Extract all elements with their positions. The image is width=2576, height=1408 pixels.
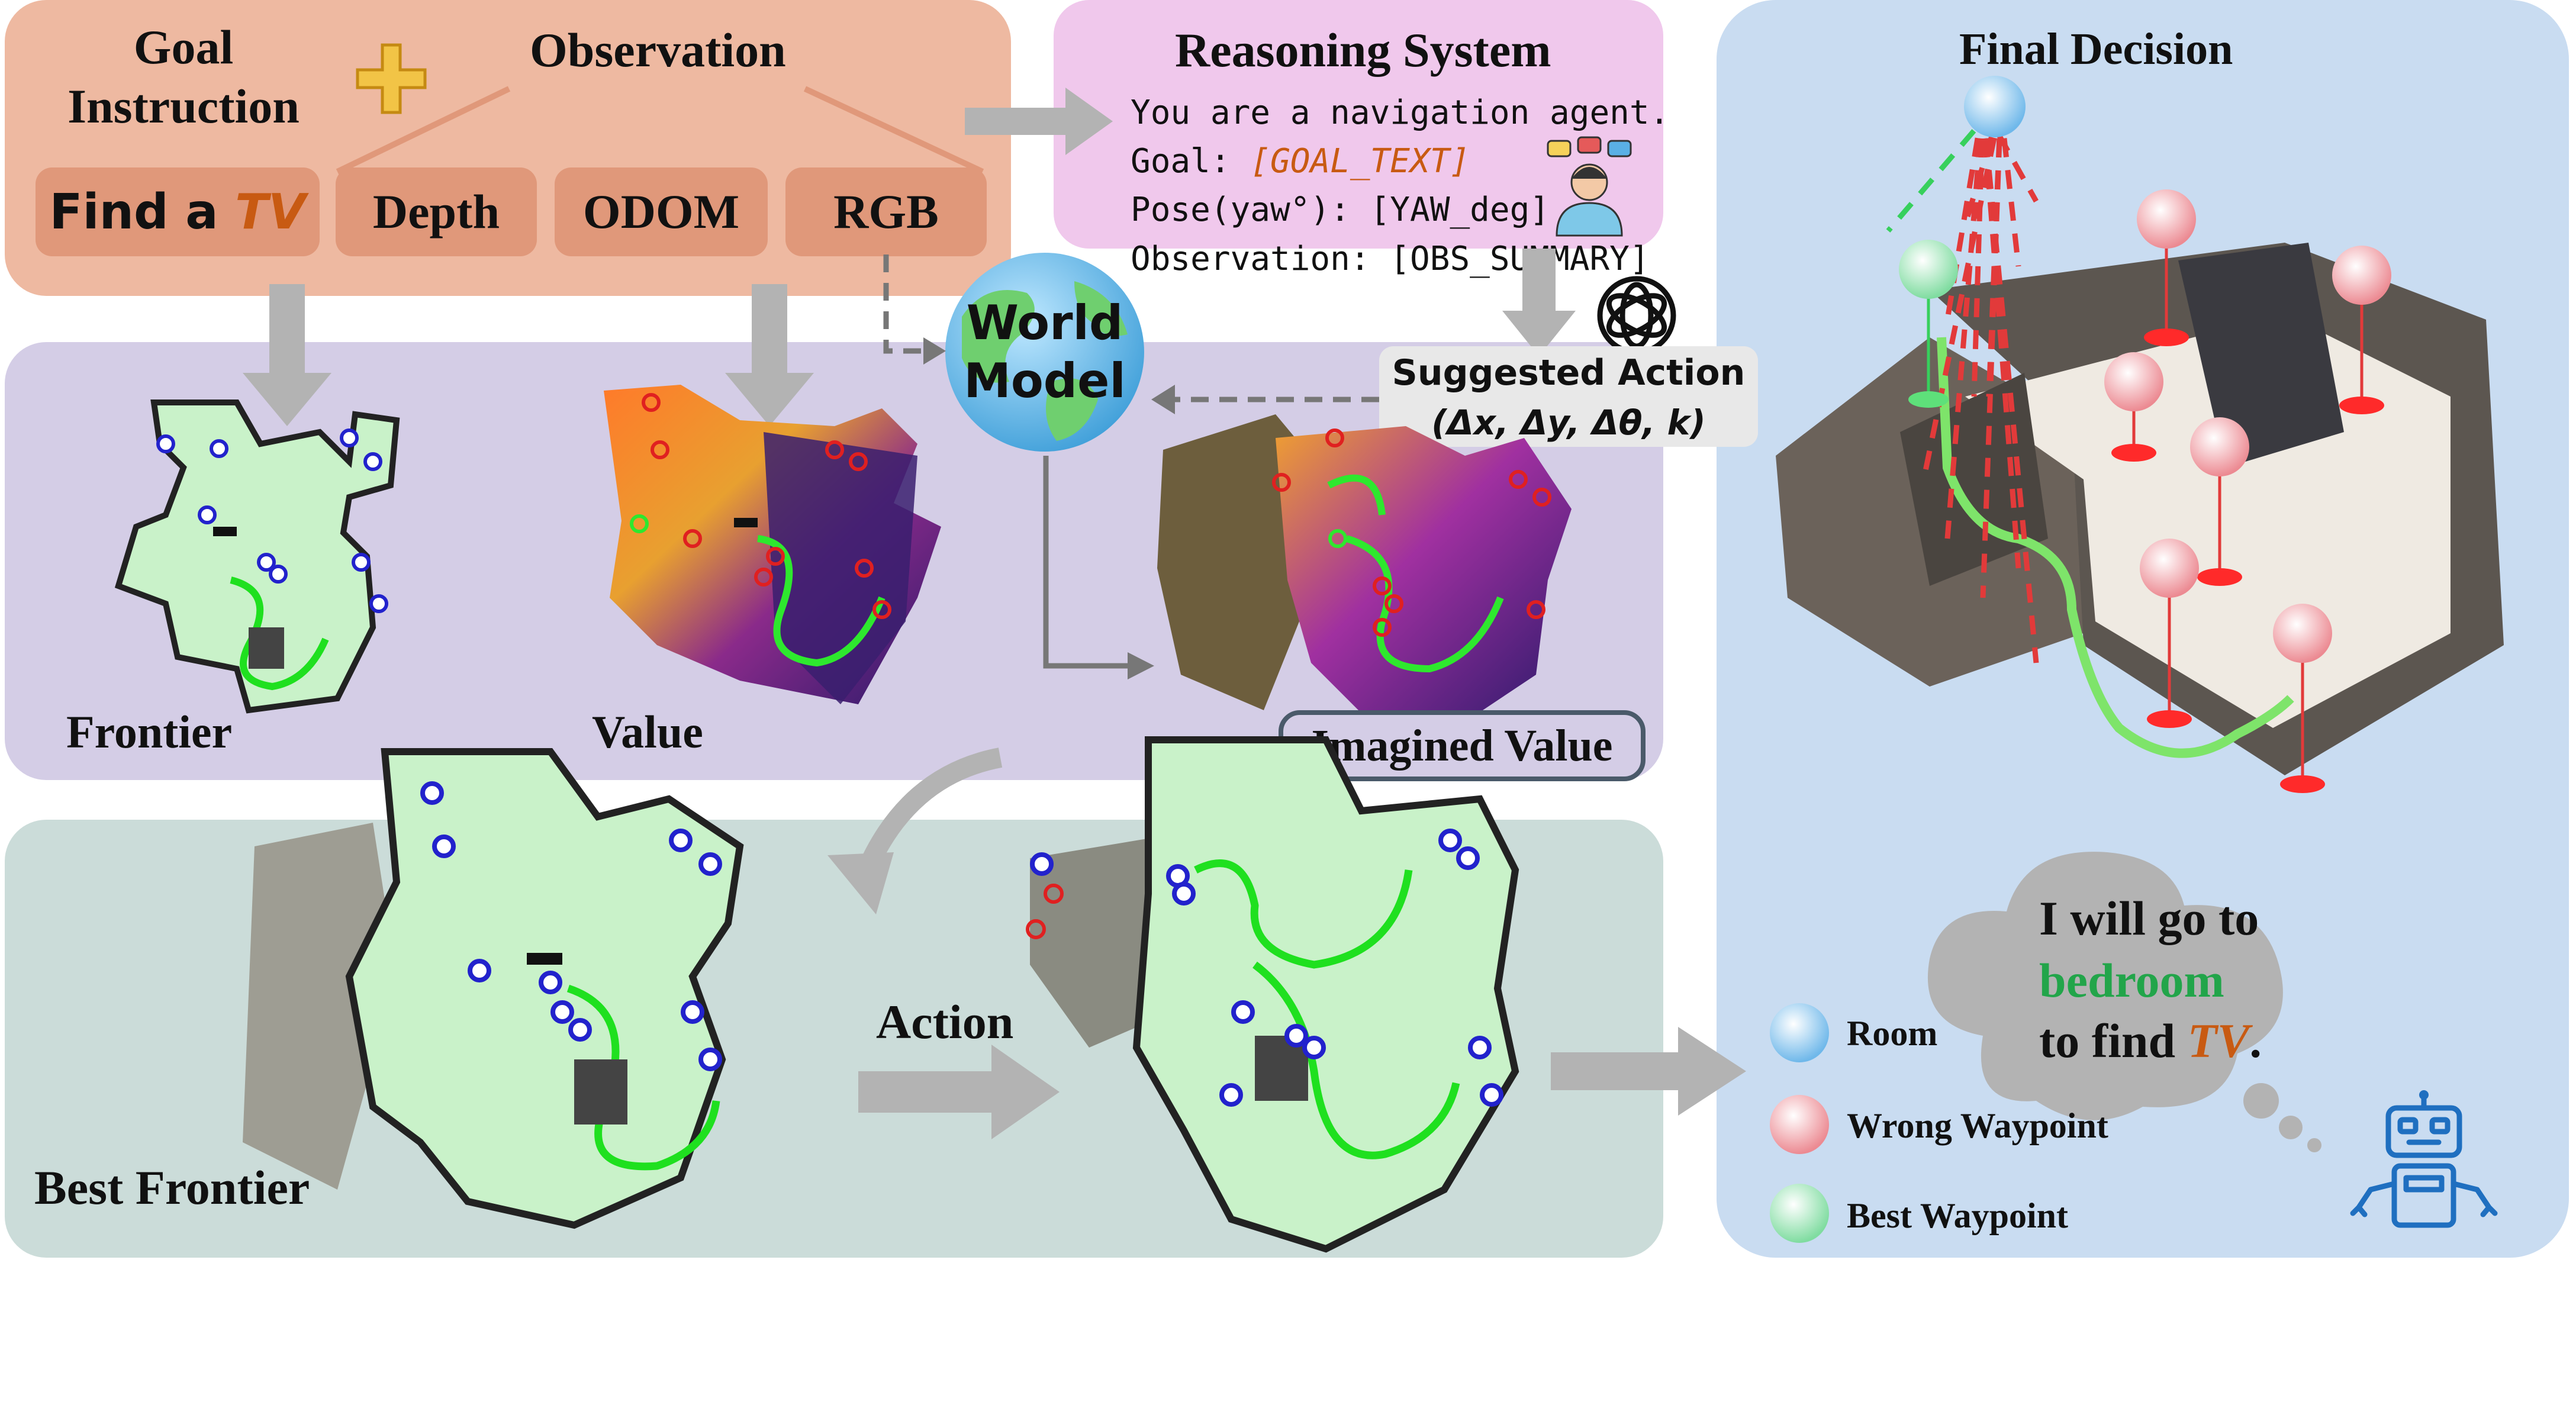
imagined-value-map: [1157, 414, 1572, 722]
user-avatar-icon: [1547, 136, 1632, 237]
wrong-waypoint-legend-icon: [1770, 1095, 1829, 1154]
value-map: [604, 385, 941, 704]
robot-icon: [2350, 1090, 2498, 1228]
arrow-to-final: [1551, 1027, 1746, 1116]
best-frontier-map: [243, 748, 744, 1229]
arrow-input-to-reasoning: [965, 88, 1113, 155]
thought-bedroom: bedroom: [2039, 953, 2224, 1007]
prompt-observation-line: Observation: [OBS_SUMMARY]: [1131, 240, 1650, 278]
odom-chip: ODOM: [555, 167, 768, 256]
arrow-reasoning-down: [1502, 249, 1576, 356]
suggested-action-value: (Δx, Δy, Δθ, k): [1431, 402, 1706, 443]
thought-cloud: [1927, 852, 2321, 1152]
depth-chip: Depth: [336, 167, 537, 256]
final-scene-3d: [1776, 76, 2504, 793]
legend-best-label: Best Waypoint: [1847, 1196, 2068, 1235]
goal-instruction-label: Goal Instruction: [67, 20, 300, 133]
thought-target: TV: [2187, 1014, 2250, 1068]
find-prefix: Find a: [49, 183, 236, 240]
find-tv-chip: Find a TV: [36, 167, 320, 256]
frontier-map: [114, 399, 400, 714]
openai-icon: [1597, 276, 1676, 355]
find-target: TV: [235, 183, 306, 240]
arrow-down-value: [725, 284, 814, 426]
suggested-action-box: [1379, 346, 1758, 447]
goal-value: [GOAL_TEXT]: [1250, 142, 1470, 181]
rgb-label: RGB: [833, 185, 939, 239]
final-decision-title: Final Decision: [1959, 24, 2233, 74]
thought-line-1: I will go to: [2039, 891, 2259, 945]
observation-label: Observation: [530, 23, 786, 77]
reasoning-panel: [1054, 0, 1663, 249]
best-frontier-label: Best Frontier: [34, 1161, 310, 1214]
action-map: [1026, 736, 1519, 1253]
value-label: Value: [592, 706, 703, 758]
world-model-label: World Model: [964, 295, 1126, 408]
observation-branch-lines: [336, 86, 984, 175]
legend-wrong-label: Wrong Waypoint: [1847, 1106, 2108, 1145]
reasoning-title: Reasoning System: [1175, 23, 1551, 77]
legend-room-label: Room: [1847, 1014, 1938, 1053]
action-label: Action: [876, 995, 1014, 1049]
prompt-pose-line: Pose(yaw°): [YAW_deg]: [1131, 191, 1550, 229]
goal-key: Goal:: [1131, 142, 1251, 181]
suggested-action-title: Suggested Action: [1392, 352, 1746, 394]
arrow-down-frontier: [243, 284, 331, 426]
globe-icon: [945, 253, 1144, 452]
frontier-label: Frontier: [66, 706, 233, 758]
depth-label: Depth: [372, 185, 500, 239]
best-waypoint-legend-icon: [1770, 1184, 1829, 1243]
odom-label: ODOM: [582, 185, 740, 239]
plus-icon: [356, 43, 427, 114]
thought-line-3: to find TV.: [2039, 1013, 2262, 1069]
prompt-goal-line: Goal: [GOAL_TEXT]: [1131, 142, 1470, 181]
thought-prefix: to find: [2039, 1014, 2188, 1068]
room-legend-icon: [1770, 1003, 1829, 1062]
prompt-line-1: You are a navigation agent.: [1131, 94, 1670, 132]
rgb-chip: RGB: [785, 167, 987, 256]
thought-suffix: .: [2249, 1014, 2262, 1068]
action-arrow: [858, 1045, 1060, 1139]
